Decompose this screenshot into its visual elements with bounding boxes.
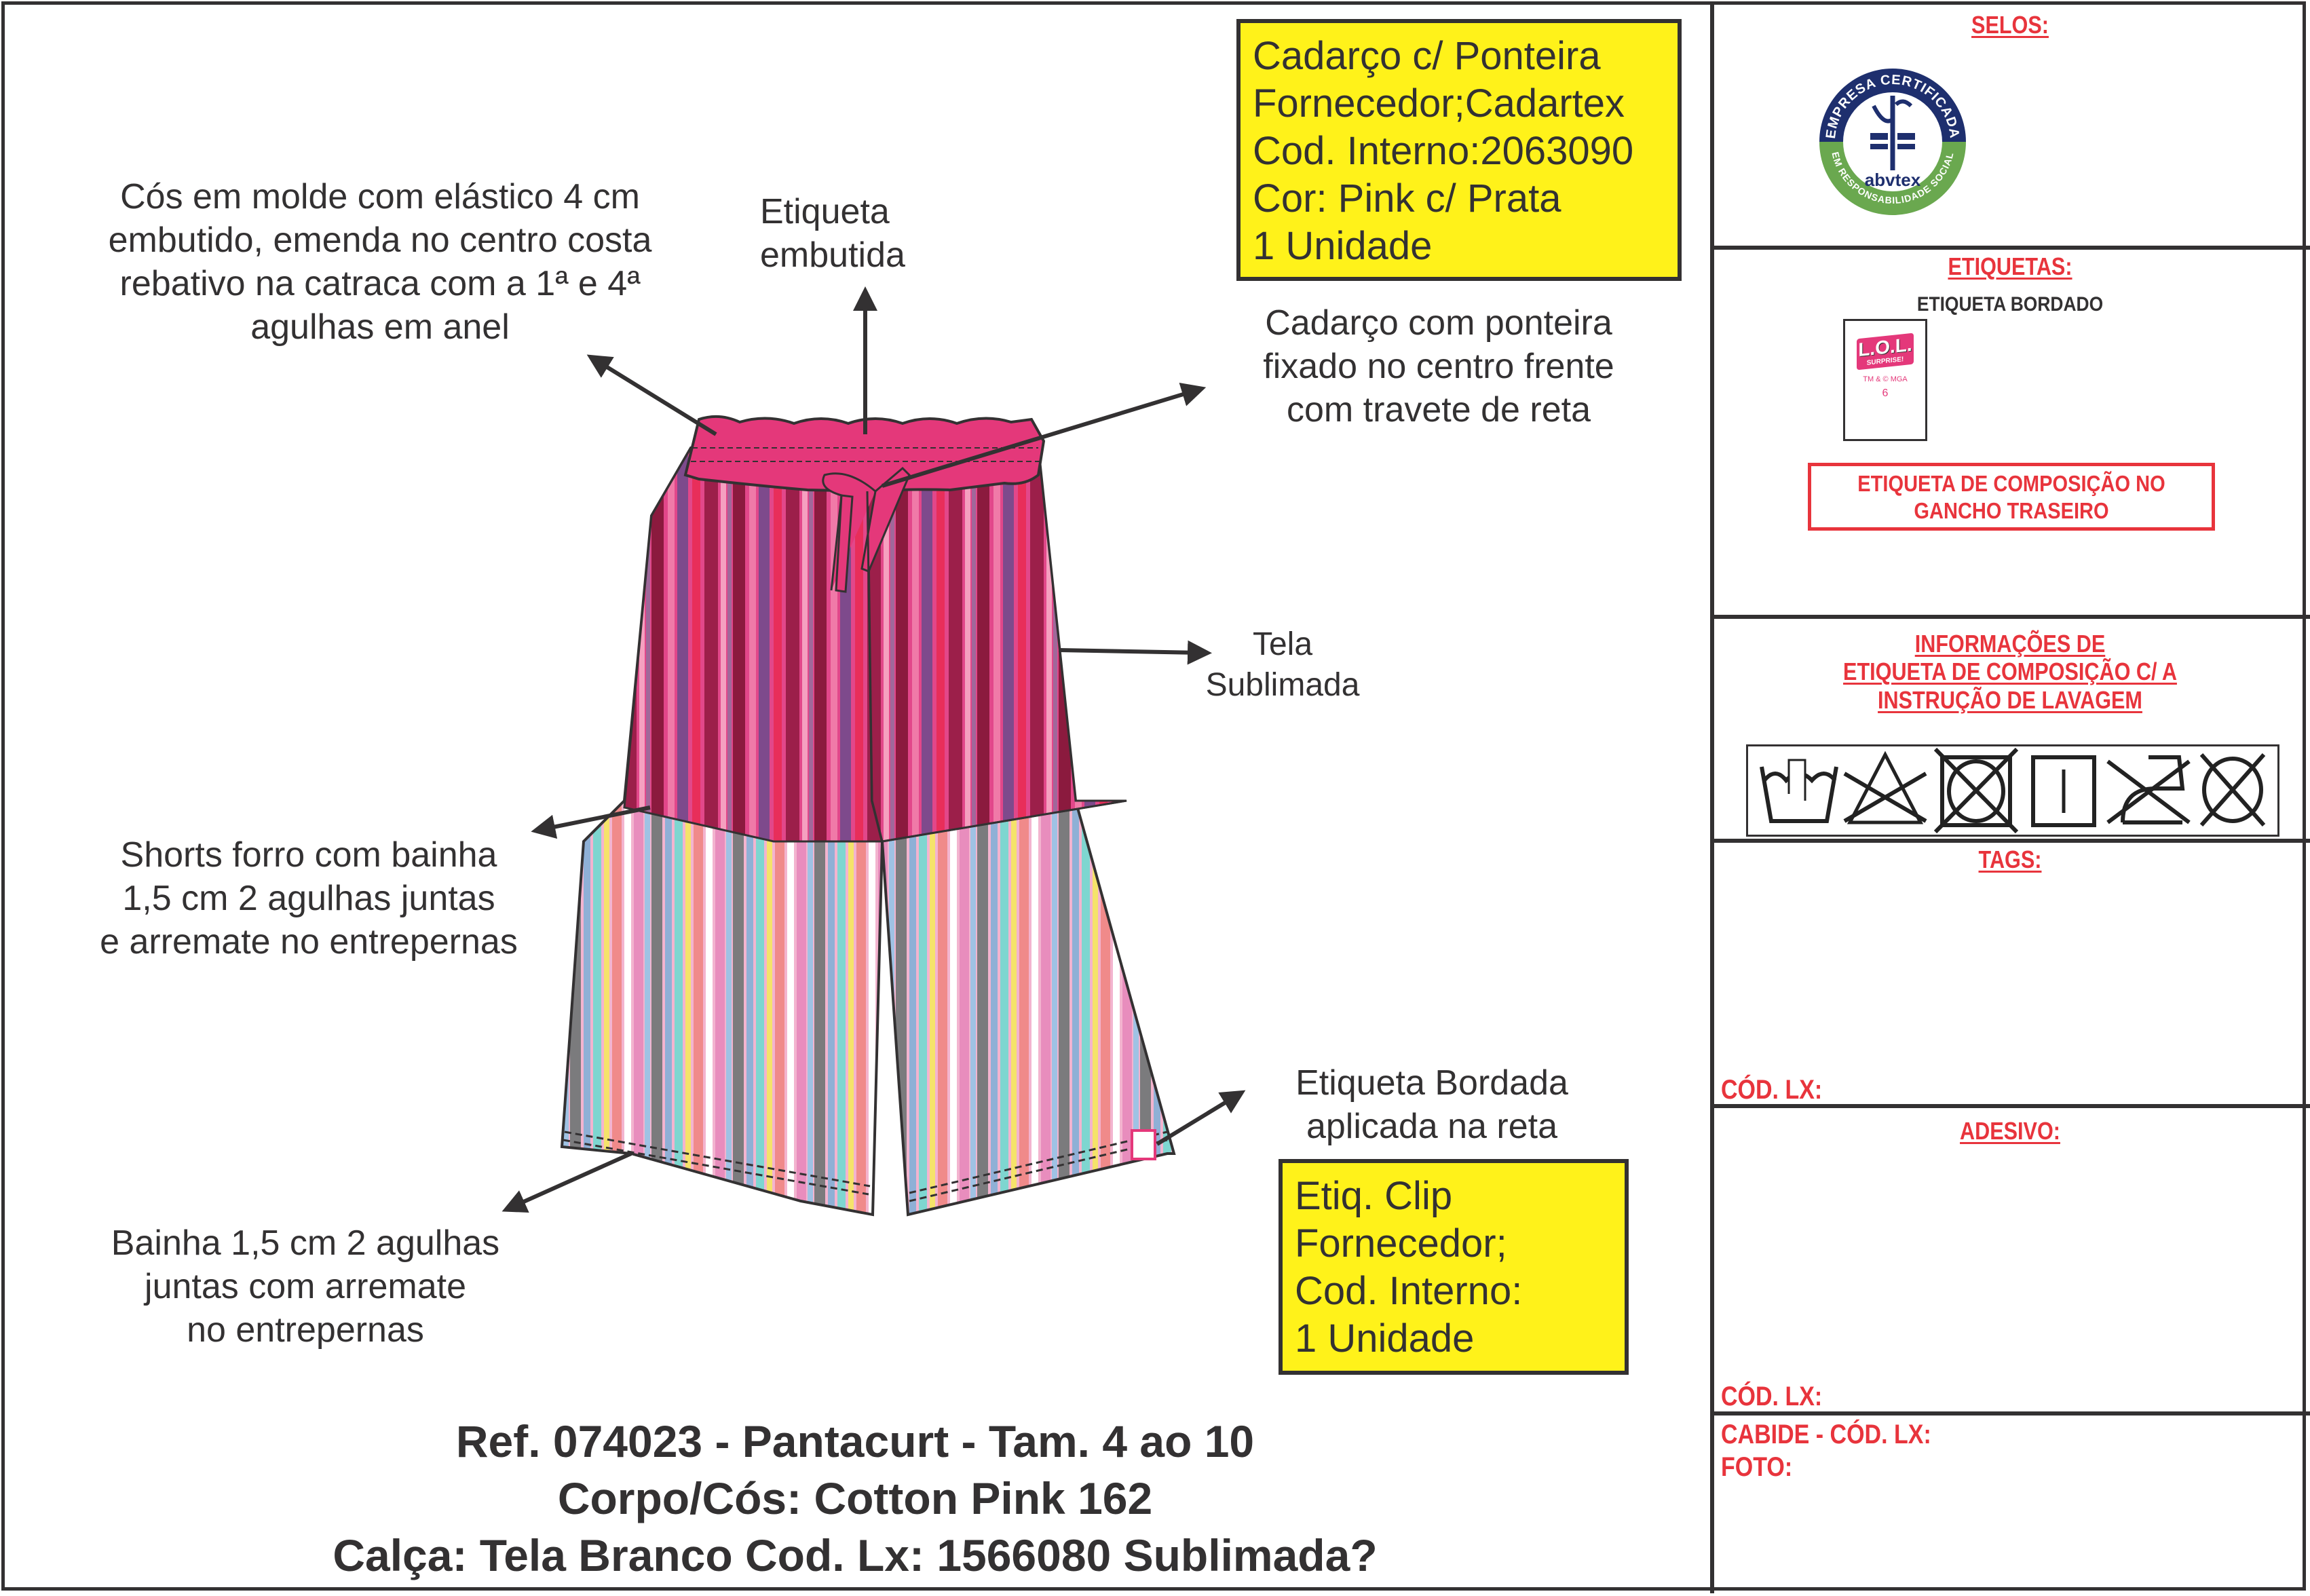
callout-fabric: Tela Sublimada <box>1205 626 1360 703</box>
sidebar-section-divider <box>1710 1411 2310 1416</box>
sidebar-section-divider <box>1710 1104 2310 1108</box>
arrow-hem <box>501 1152 632 1213</box>
garment-sketch <box>560 415 1176 1217</box>
do-not-tumble-dry-icon <box>1933 747 2019 834</box>
callout-lining-shorts: Shorts forro com bainha 1,5 cm 2 agulhas… <box>100 835 518 962</box>
product-ref-line: Ref. 074023 - Pantacurt - Tam. 4 ao 10 <box>455 1416 1255 1466</box>
arrow-waistband <box>586 354 717 436</box>
selos-title: SELOS: <box>1971 11 2049 39</box>
adesivo-code-label: CÓD. LX: <box>1721 1382 1823 1411</box>
product-fabric-line: Calça: Tela Branco Cod. Lx: 1566080 Subl… <box>333 1530 1378 1580</box>
abvtex-seal-icon: EMPRESA CERTIFICADA EM RESPONSABILIDADE … <box>1819 69 1966 215</box>
clip-label-material-box: Etiq. Clip Fornecedor; Cod. Interno: 1 U… <box>1279 1159 1629 1375</box>
lol-logo: L.O.L. SURPRISE! <box>1857 332 1914 370</box>
care-info-title: INFORMAÇÕES DE ETIQUETA DE COMPOSIÇÃO C/… <box>1843 630 2177 714</box>
product-title: Ref. 074023 - Pantacurt - Tam. 4 ao 10 C… <box>176 1413 1534 1584</box>
embroidered-label-sample: L.O.L. SURPRISE! TM & © MGA 6 <box>1843 319 1927 441</box>
svg-text:abvtex: abvtex <box>1865 170 1921 190</box>
adesivo-title: ADESIVO: <box>1960 1117 2060 1145</box>
composition-label-note: ETIQUETA DE COMPOSIÇÃO NO GANCHO TRASEIR… <box>1808 463 2215 531</box>
callout-embroidered-label: Etiqueta Bordada aplicada na reta <box>1295 1063 1568 1146</box>
sidebar-section-divider <box>1710 615 2310 619</box>
sidebar-divider <box>1710 1 1714 1593</box>
sidebar-section-divider <box>1710 246 2310 250</box>
arrow-fabric <box>1058 640 1212 665</box>
do-not-dry-clean-icon <box>2199 753 2266 826</box>
callout-hem: Bainha 1,5 cm 2 agulhas juntas com arrem… <box>111 1223 500 1350</box>
do-not-bleach-icon <box>1843 750 1927 824</box>
tags-code-label: CÓD. LX: <box>1721 1075 1823 1105</box>
hand-wash-icon <box>1760 759 1838 823</box>
etiqueta-bordado-subtitle: ETIQUETA BORDADO <box>1916 293 2104 316</box>
embroidered-label-patch <box>1131 1129 1156 1160</box>
etiquetas-title: ETIQUETAS: <box>1948 252 2072 280</box>
callout-arrows <box>501 286 1246 1213</box>
photo-label: FOTO: <box>1721 1452 1793 1482</box>
care-symbols-strip <box>1746 744 2279 837</box>
line-dry-icon <box>2031 755 2096 827</box>
callout-waistband: Cós em molde com elástico 4 cm embutido,… <box>108 177 652 347</box>
product-body-line: Corpo/Cós: Cotton Pink 162 <box>557 1473 1153 1523</box>
drawstring-material-box: Cadarço c/ Ponteira Fornecedor;Cadartex … <box>1236 19 1682 281</box>
tags-title: TAGS: <box>1978 846 2042 873</box>
callout-label-inside: Etiqueta embutida <box>760 192 905 275</box>
callout-drawstring: Cadarço com ponteira fixado no centro fr… <box>1263 303 1614 430</box>
arrow-lining-shorts <box>531 805 651 839</box>
arrow-drawstring <box>882 383 1207 488</box>
hanger-code-label: CABIDE - CÓD. LX: <box>1721 1420 1931 1449</box>
do-not-iron-icon <box>2106 755 2191 824</box>
arrow-embroidered-label <box>1156 1090 1246 1146</box>
sidebar-section-divider <box>1710 839 2310 843</box>
